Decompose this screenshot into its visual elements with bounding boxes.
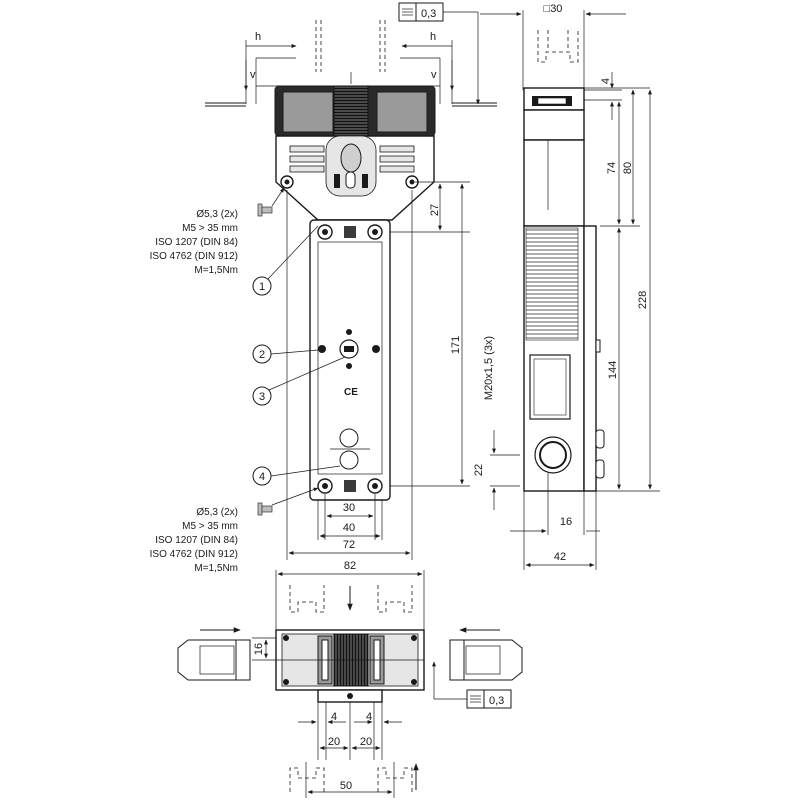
dimension-4-right-label: 4 [366,711,372,723]
ce-mark: CE [344,387,358,398]
dimension-4: 4 [584,72,622,120]
screw-note-top-line-5: M=1,5Nm [194,265,238,276]
dimension-16-side: 16 [510,473,600,535]
dimension-40-label: 40 [343,522,355,534]
callout-1-label: 1 [259,281,265,293]
screw-note-bottom-line-5: M=1,5Nm [194,563,238,574]
actuator-head [274,72,436,139]
thread-label: M20x1,5 (3x) [483,336,495,400]
switch-body: CE [309,219,391,501]
screw-note-bottom: Ø5,3 (2x) M5 > 35 mm ISO 1207 (DIN 84) I… [150,487,319,574]
dimension-144-label: 144 [607,361,619,379]
dimension-74: 74 [600,101,640,227]
label-v-right: v [431,69,437,81]
dimension-74-label: 74 [606,162,618,174]
callout-2: 2 [252,344,319,364]
dimension-27: 27 [390,181,470,233]
callout-4-label: 4 [259,471,265,483]
top-view: 82 [177,560,523,798]
screw-note-bottom-line-1: Ø5,3 (2x) [196,507,238,518]
front-view: h v h v [150,2,520,574]
dimension-22-label: 22 [473,464,485,476]
dimension-72: 72 [286,190,413,560]
screw-note-bottom-line-2: M5 > 35 mm [182,521,238,532]
dimension-4-left-label: 4 [331,711,337,723]
tolerance-value-top: 0,3 [421,8,436,20]
dimension-20-right: 20 [351,736,381,750]
label-h-left: h [255,31,261,43]
screw-icon-bottom [257,502,273,516]
side-view: □30 4 74 [480,3,660,570]
dimension-228-label: 228 [637,291,649,309]
dimension-82: 82 [275,560,425,632]
dimension-4-label: 4 [600,78,612,84]
screw-note-top-line-2: M5 > 35 mm [182,223,238,234]
label-h-right: h [430,31,436,43]
dimension-20-left-label: 20 [328,736,340,748]
dimension-50: 50 [305,762,395,798]
flatness-tolerance-bottom: 0,3 [432,661,512,709]
tolerance-value-bottom: 0,3 [489,695,504,707]
dimension-72-label: 72 [343,539,355,551]
actuator-left-side [177,627,251,681]
dimension-82-label: 82 [344,560,356,572]
dimension-42: 42 [523,491,597,570]
callout-3-label: 3 [259,391,265,403]
screw-note-bottom-line-4: ISO 4762 (DIN 912) [150,549,238,560]
dimension-42-label: 42 [554,551,566,563]
actuator-right-side [449,627,523,681]
dimension-4-left: 4 [298,702,346,760]
dimension-4-right: 4 [354,702,402,760]
callout-3: 3 [252,356,346,406]
screw-note-top: Ø5,3 (2x) M5 > 35 mm ISO 1207 (DIN 84) I… [150,187,285,276]
thread-label-group: M20x1,5 (3x) [483,336,495,400]
dimension-144: 144 [607,227,621,490]
dimension-171: 171 [390,183,470,487]
dimension-27-label: 27 [429,204,441,216]
screw-note-bottom-line-3: ISO 1207 (DIN 84) [155,535,238,546]
screw-icon-top [257,203,273,217]
dimension-80-label: 80 [622,162,634,174]
screw-note-top-line-4: ISO 4762 (DIN 912) [150,251,238,262]
dimension-40: 40 [317,500,383,540]
dimension-16-top-label: 16 [253,643,265,655]
dimension-square-30-label: □30 [544,3,563,15]
flatness-tolerance-top: 0,3 [398,2,480,105]
callout-2-label: 2 [259,349,265,361]
callout-4: 4 [252,465,341,486]
dimension-50-label: 50 [340,780,352,792]
dimension-20-left: 20 [319,702,351,760]
dimension-16-side-label: 16 [560,516,572,528]
label-v-left: v [250,69,256,81]
dimension-square-30: □30 [480,3,626,90]
dimension-30-label: 30 [343,502,355,514]
screw-note-top-line-1: Ø5,3 (2x) [196,209,238,220]
dimension-228: 228 [596,89,660,492]
actuator-left-indicator: h v [205,20,322,107]
dimension-16-top: 16 [252,637,276,661]
dimension-171-label: 171 [450,336,462,354]
screw-note-top-line-3: ISO 1207 (DIN 84) [155,237,238,248]
dimension-20-right-label: 20 [360,736,372,748]
callout-1: 1 [252,225,319,296]
dimension-30: 30 [324,494,376,540]
switch-head [275,135,435,221]
dimension-22: 22 [473,430,520,510]
dimension-80: 80 [584,87,650,225]
